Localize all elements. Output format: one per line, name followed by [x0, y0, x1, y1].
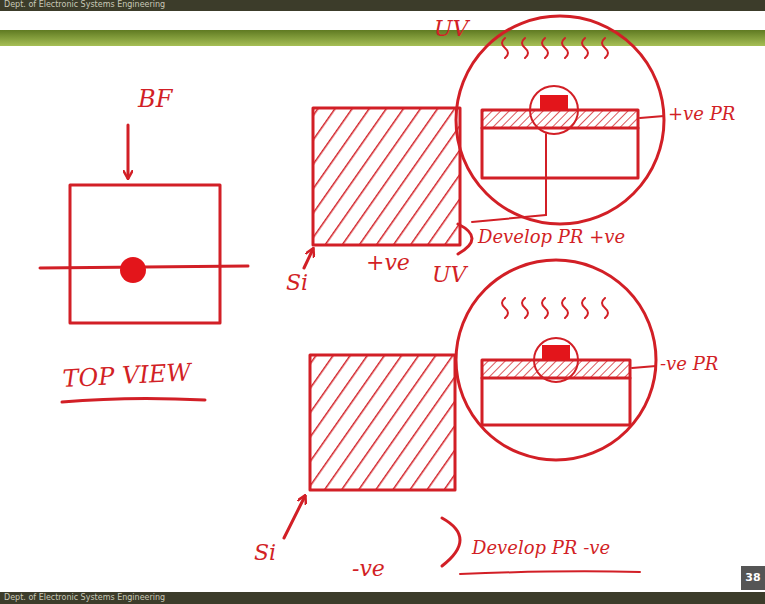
substrate [482, 378, 630, 425]
uv-label: UV [432, 262, 466, 287]
beam-arrow [127, 125, 130, 178]
wafer-negative [310, 355, 455, 490]
substrate [482, 128, 638, 178]
mask-block [540, 95, 568, 110]
leader-line [545, 134, 547, 215]
zoom-circle [456, 260, 656, 460]
underline [62, 398, 205, 402]
material-label: Si [254, 540, 276, 565]
footer-text: Dept. of Electronic Systems Engineering [4, 593, 165, 603]
view-title: TOP VIEW [62, 359, 192, 393]
si-pointer [284, 496, 305, 538]
underline [460, 571, 640, 574]
detail-circle [534, 338, 578, 382]
resist-label: +ve PR [668, 104, 735, 125]
uv-rays [502, 38, 608, 58]
footer-bar [0, 592, 765, 604]
resist-type-label: -ve [352, 556, 385, 581]
mask-block [542, 345, 570, 360]
leader-line [472, 215, 546, 222]
accent-bar [0, 30, 765, 46]
si-pointer [304, 249, 313, 268]
uv-label: UV [434, 16, 468, 41]
develop-bracket [442, 518, 460, 566]
page-number-box [741, 566, 765, 590]
leader-line [632, 366, 656, 368]
step-label: Develop PR -ve [472, 538, 610, 559]
leader-line [640, 116, 664, 118]
detail-circle [530, 86, 578, 134]
photoresist-layer [482, 360, 630, 378]
resist-type-label: +ve [366, 250, 410, 275]
step-label: Develop PR +ve [478, 227, 625, 248]
top-view-square [70, 185, 220, 323]
uv-rays [502, 298, 608, 318]
beam-label: BF [138, 86, 172, 114]
feature-dot [120, 257, 146, 283]
wafer-positive [313, 108, 460, 245]
material-label: Si [286, 270, 308, 295]
develop-bracket [458, 224, 472, 254]
header-text: Dept. of Electronic Systems Engineering [4, 0, 165, 10]
page-number: 38 [745, 572, 760, 585]
header-bar [0, 0, 765, 11]
zoom-circle [456, 16, 664, 224]
photoresist-layer [482, 110, 638, 128]
resist-label: -ve PR [660, 354, 718, 375]
